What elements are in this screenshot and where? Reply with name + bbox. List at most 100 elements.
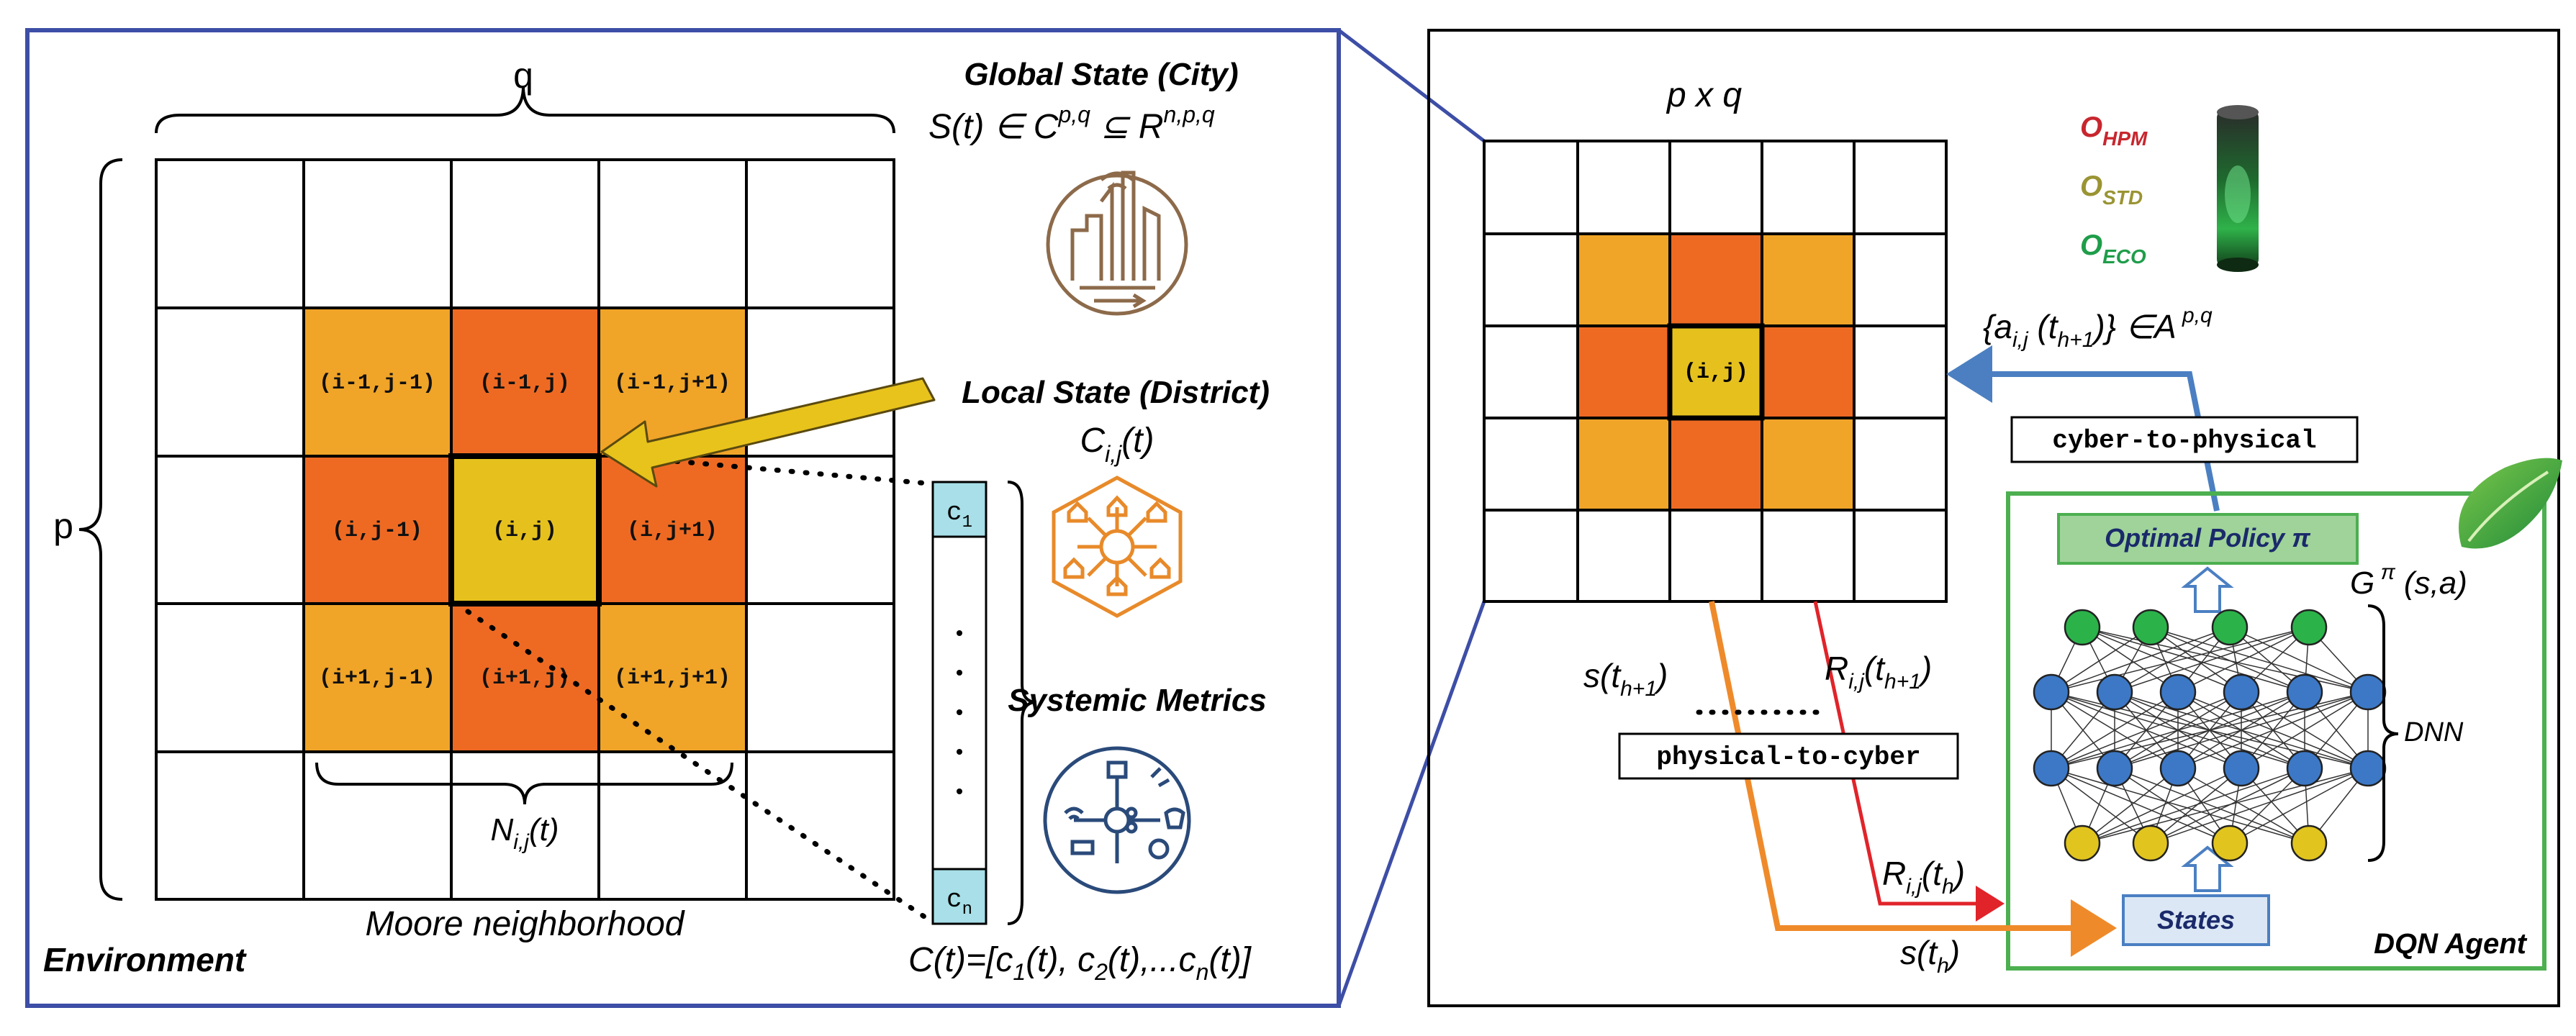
r-now-label: Ri,j(th) (1882, 855, 1965, 899)
states-box (2122, 894, 2270, 946)
neighborhood-label: Ni,j(t) (491, 812, 559, 854)
dnn-edge (2082, 768, 2305, 844)
cell-tl: (i-1,j-1) (319, 371, 435, 396)
dnn-node (2033, 750, 2070, 787)
dqn-agent-label: DQN Agent (2374, 928, 2528, 960)
r-next-label: Ri,j(th+1) (1825, 650, 1932, 694)
dnn-node (2223, 750, 2260, 787)
metrics-vector (931, 481, 988, 925)
dnn-edge (2229, 627, 2369, 693)
cyber-to-physical-label: cyber-to-physical (2052, 426, 2316, 455)
reward-feedback-arrow (1813, 601, 2005, 922)
dnn-node (2096, 750, 2133, 787)
dnn-edge (2082, 768, 2242, 844)
q-label: q (513, 55, 533, 96)
dnn-edge (2051, 691, 2242, 769)
o-hpm-label: OHPM (2080, 112, 2148, 150)
s-now-label: s(th) (1900, 934, 1960, 978)
dnn-edge (2150, 627, 2305, 693)
dnn-edge (2177, 691, 2369, 769)
p-label: p (53, 506, 73, 546)
policy-up-arrow (2181, 566, 2234, 613)
dnn-edge (2051, 691, 2179, 769)
dnn-edge (2150, 768, 2305, 844)
dnn-edge (2082, 627, 2242, 693)
dnn-edge (2177, 768, 2310, 844)
local-state-formula: Ci,j(t) (1080, 422, 1154, 467)
dnn-node (2286, 673, 2323, 711)
vector-brace (1007, 481, 1037, 925)
systemic-metrics-title: Systemic Metrics (1008, 683, 1267, 718)
optimal-policy-box (2057, 513, 2359, 565)
dnn-edge (2150, 768, 2369, 844)
left-panel-border (25, 28, 1341, 1008)
dnn-edge (2051, 691, 2305, 769)
smart-city-iot-icon (1043, 746, 1191, 894)
dnn-edge (2229, 768, 2369, 844)
district-network-icon (1052, 476, 1183, 618)
dnn-node (2286, 750, 2323, 787)
global-state-title: Global State (City) (964, 57, 1238, 92)
dnn-node (2290, 824, 2328, 862)
dnn-edge (2114, 627, 2310, 693)
dnn-edge (2051, 768, 2231, 844)
dnn-edge (2150, 627, 2242, 693)
vector-ellipsis (957, 630, 962, 794)
cell-ml: (i,j-1) (332, 519, 422, 543)
right-panel: p x q (i,j) OHPM OSTD OECO (1427, 29, 2562, 1007)
dnn-edge (2051, 627, 2231, 693)
dnn-node (2159, 673, 2197, 711)
dqn-agent-box (2006, 491, 2546, 971)
city-skyline-icon (1046, 171, 1188, 316)
dnn-edge (2082, 627, 2179, 693)
dnn-edge (2177, 627, 2310, 693)
cell-mc: (i,j) (492, 519, 557, 543)
dnn-edge (2241, 691, 2369, 769)
local-state-title: Local State (District) (962, 375, 1270, 410)
dnn-edge (2150, 627, 2369, 693)
dnn-edge (2082, 768, 2369, 844)
moore-neighborhood-label: Moore neighborhood (366, 905, 685, 943)
right-center-border (1667, 323, 1765, 421)
physical-to-cyber-label: physical-to-cyber (1656, 742, 1920, 772)
dnn-edge (2051, 768, 2151, 844)
neighborhood-brace (315, 762, 733, 805)
dnn-node (2132, 609, 2169, 646)
dnn-node (2096, 673, 2133, 711)
dnn-node (2033, 673, 2070, 711)
dnn-node (2064, 824, 2101, 862)
g-formula: G π (s,a) (2350, 560, 2467, 601)
dnn-node (2064, 609, 2101, 646)
dnn-edge (2082, 768, 2179, 844)
dnn-edge (2082, 627, 2305, 693)
cell-mr: (i,j+1) (627, 519, 718, 543)
dnn-node (2349, 673, 2387, 711)
cell-tr: (i-1,j+1) (614, 371, 731, 396)
dnn-network (2033, 609, 2387, 862)
cell-br: (i+1,j+1) (614, 666, 731, 691)
dnn-node (2211, 824, 2249, 862)
dnn-edge (2082, 627, 2369, 693)
dnn-node (2349, 750, 2387, 787)
cell-bl: (i+1,j-1) (319, 666, 435, 691)
traffic-light-icon (2217, 105, 2259, 272)
cyber-to-physical-arrow (1946, 345, 2220, 512)
dnn-brace (2367, 604, 2399, 862)
s-next-label: s(th+1) (1583, 657, 1668, 701)
cyber-to-physical-box (2010, 416, 2359, 463)
dnn-node (2223, 673, 2260, 711)
dnn-edge (2051, 627, 2151, 693)
physical-to-cyber-box (1618, 732, 1959, 780)
vector-formula: C(t)=[c1(t), c2(t),...cn(t)] (908, 941, 1252, 985)
dnn-edge (2114, 768, 2310, 844)
o-std-label: OSTD (2080, 171, 2143, 209)
vector-bottom-cell: cn (946, 885, 972, 919)
local-state-arrow (600, 377, 936, 488)
vector-top-cell: c1 (946, 498, 972, 532)
q-brace (155, 86, 895, 134)
state-feedback-arrow (1709, 601, 2117, 957)
global-state-formula: S(t) ∈ Cp,q ⊆ Rn,p,q (928, 101, 1215, 146)
dnn-label: DNN (2404, 717, 2464, 748)
dnn-node (2159, 750, 2197, 787)
